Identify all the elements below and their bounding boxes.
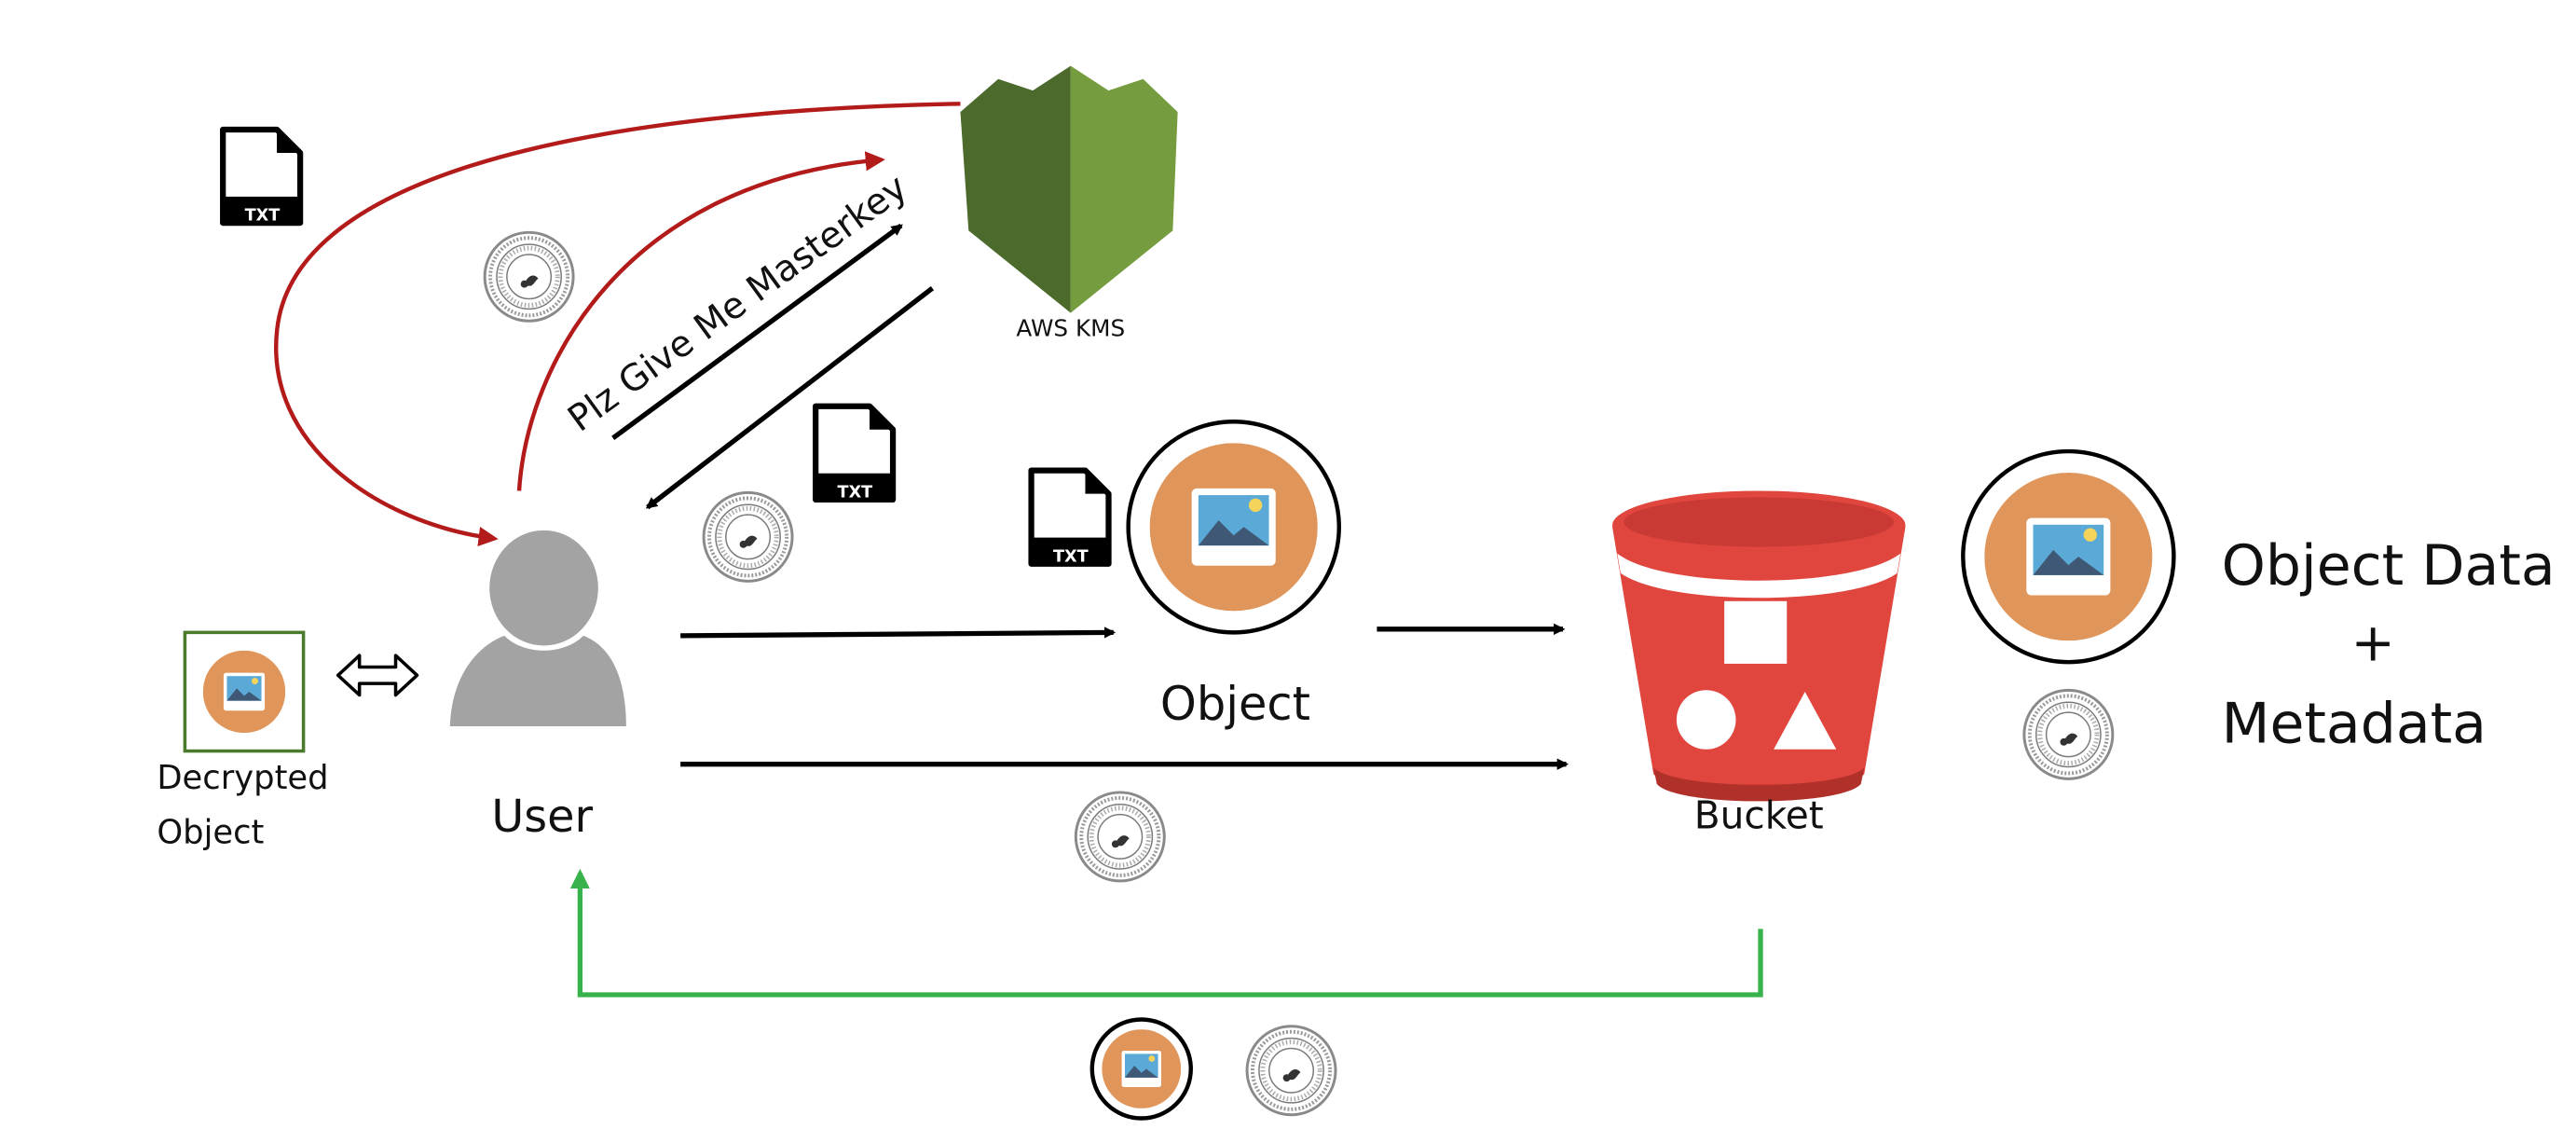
svg-text:TXT: TXT <box>245 207 281 226</box>
decrypted-object-label-line1: Decrypted <box>157 759 328 797</box>
s3-bucket-icon <box>1612 490 1906 802</box>
user-icon <box>449 530 626 727</box>
svg-text:TXT: TXT <box>838 484 873 503</box>
txt-file-icon: TXT <box>223 130 300 226</box>
request-arrow <box>611 223 903 441</box>
decrypted-object-label-line2: Object <box>157 813 264 851</box>
request-label: Plz Give Me Masterkey <box>560 167 915 441</box>
txt-file-icon: TXT <box>815 406 893 503</box>
aws-kms-label: AWS KMS <box>1016 314 1125 341</box>
object-image-icon <box>1126 420 1341 635</box>
stored-label-line2: + <box>2350 613 2394 673</box>
decrypted-object-frame <box>183 630 306 753</box>
object-label: Object <box>1160 677 1310 731</box>
data-key-seal-icon <box>704 492 792 581</box>
data-key-seal-icon <box>2024 690 2113 778</box>
data-key-seal-icon <box>485 232 573 321</box>
stored-label-line1: Object Data <box>2222 533 2555 599</box>
user-to-object-arrow <box>680 627 1117 639</box>
txt-file-icon: TXT <box>1032 471 1109 567</box>
arrows <box>274 102 1763 998</box>
image-icon <box>202 650 286 734</box>
bucket-label: Bucket <box>1694 793 1824 838</box>
kms-to-user-red-arrow <box>274 102 961 547</box>
user-to-kms-red-arrow <box>516 151 885 491</box>
returned-object-image-icon <box>1089 1017 1193 1121</box>
kms-response-arrow <box>645 286 935 510</box>
stored-object-image-icon <box>1961 448 2176 665</box>
user-label: User <box>491 792 593 843</box>
data-key-seal-icon <box>1076 792 1164 881</box>
double-arrow-icon <box>336 654 419 697</box>
aws-kms-icon <box>960 65 1178 313</box>
data-key-seal-icon <box>1247 1026 1336 1115</box>
bucket-to-user-green-arrow <box>569 869 1763 998</box>
svg-text:TXT: TXT <box>1053 547 1089 566</box>
stored-label-line3: Metadata <box>2222 692 2487 757</box>
